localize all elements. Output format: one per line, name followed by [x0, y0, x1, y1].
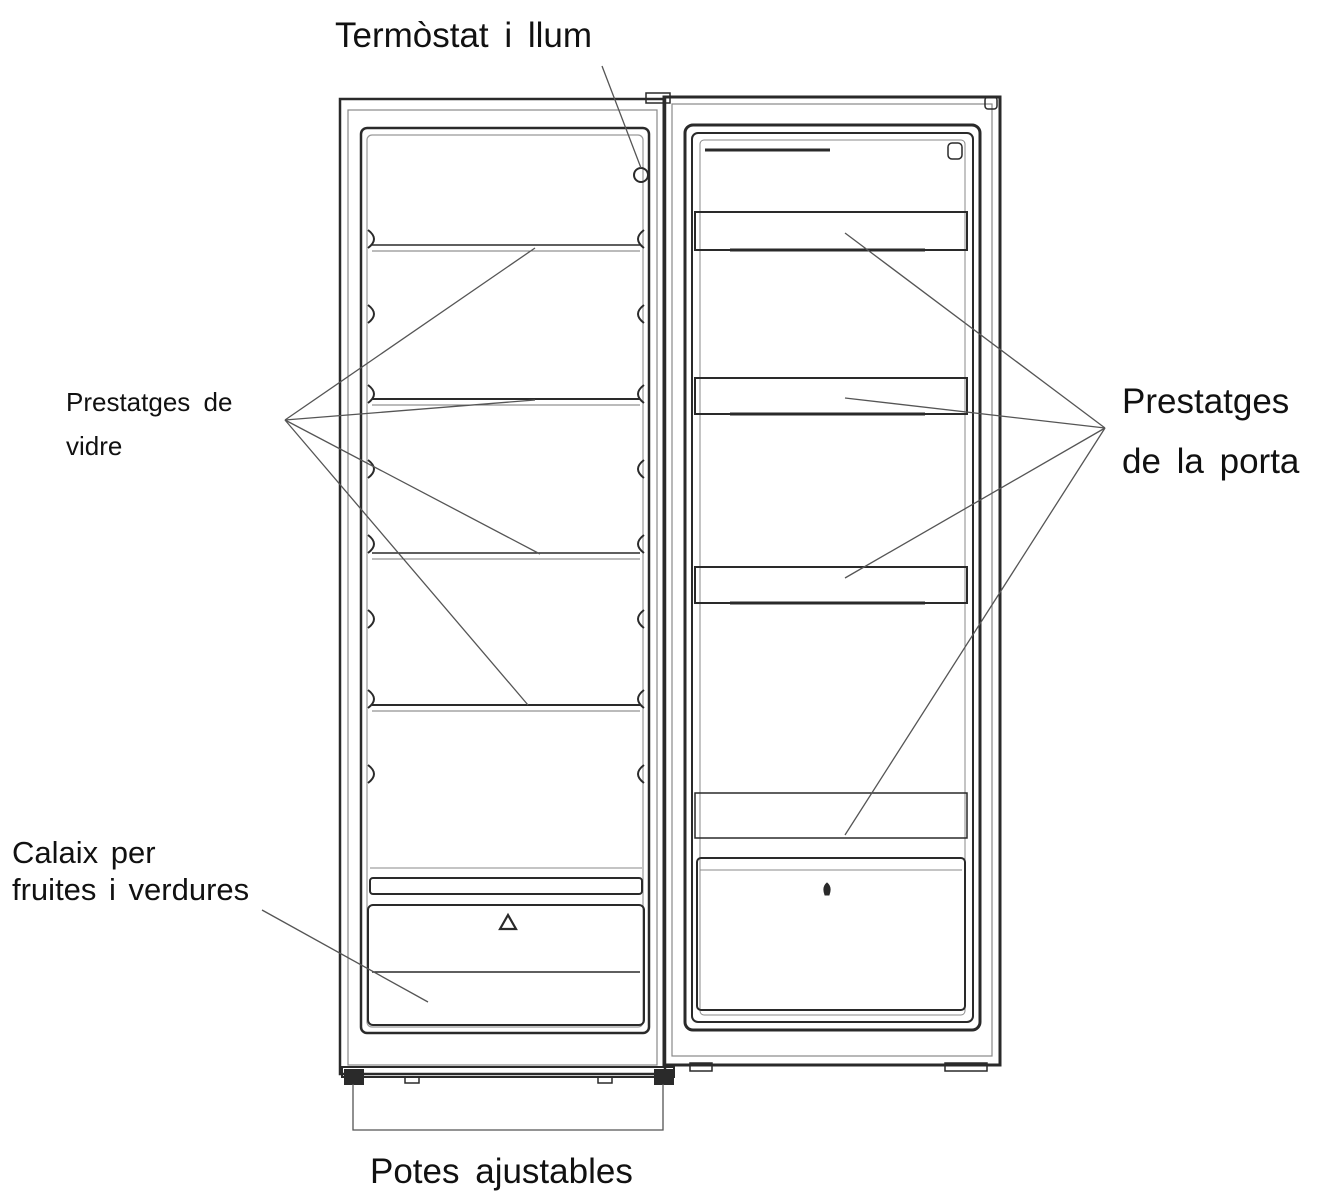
crisper-label-line2: fruites i verdures: [12, 872, 250, 907]
crisper-label-line1: Calaix per: [12, 835, 156, 870]
glass-shelves-label-line1: Prestatges de: [66, 387, 233, 417]
thermostat-label: Termòstat i llum: [335, 16, 593, 55]
door-shelves-label: Prestatges de la porta: [1122, 372, 1299, 492]
warning-triangle-icon: [498, 912, 518, 931]
leader-lines: [261, 65, 1106, 1131]
glass-shelves: [372, 244, 640, 712]
warning-drop-icon: [823, 882, 831, 896]
crisper-label: Calaix per fruites i verdures: [12, 834, 249, 908]
door-shelves: [694, 211, 968, 1011]
adjustable-foot-left-icon: [344, 1069, 364, 1085]
door-shelves-label-line2: de la porta: [1122, 442, 1300, 481]
shelf-supports-right: [637, 229, 645, 784]
open-door: [662, 95, 1002, 1072]
adjustable-feet-label: Potes ajustables: [370, 1152, 633, 1191]
glass-shelves-label: Prestatges de vidre: [66, 380, 232, 468]
shelf-supports-left: [367, 229, 375, 784]
glass-shelves-label-line2: vidre: [66, 431, 123, 461]
cabinet-base: [341, 1066, 675, 1085]
crisper-drawer: [367, 867, 645, 1026]
door-shelves-label-line1: Prestatges: [1122, 382, 1290, 421]
light-housing-icon: [633, 167, 649, 183]
cabinet: [338, 92, 675, 1085]
adjustable-foot-right-icon: [654, 1069, 674, 1085]
